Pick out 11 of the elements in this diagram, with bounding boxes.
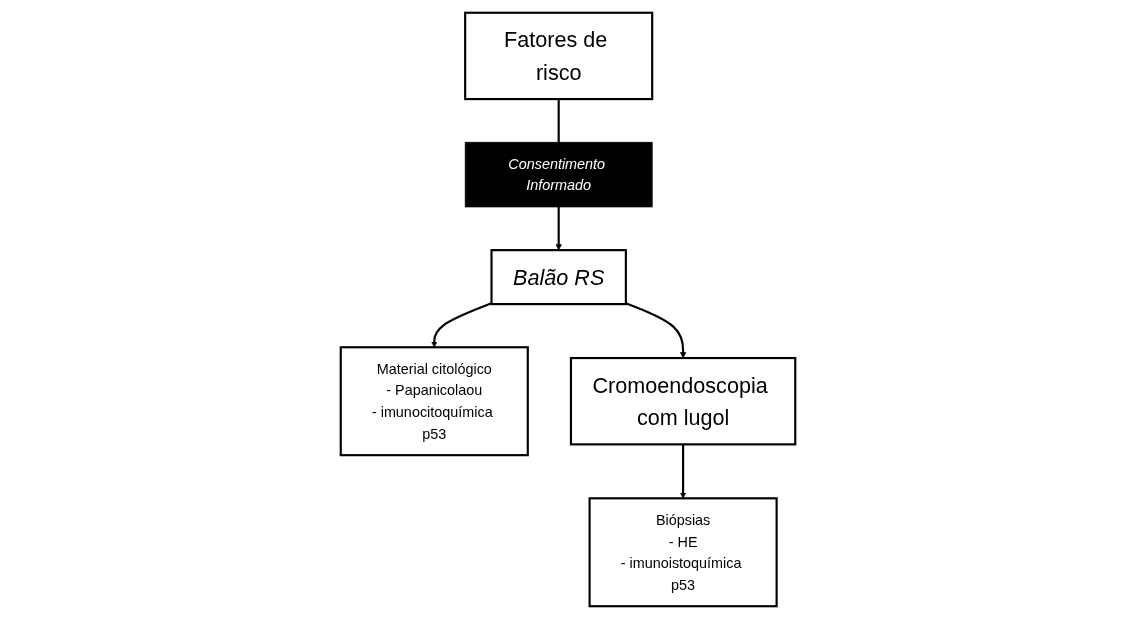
- arrow: [679, 444, 687, 499]
- arrow: [431, 302, 492, 348]
- arrow: [555, 207, 562, 251]
- connector: [557, 99, 560, 143]
- arrow: [625, 302, 687, 359]
- node-box: Fatores de risco: [464, 11, 654, 101]
- node-box: Cromoendoscopia com lugol: [569, 356, 797, 446]
- node-box: Balão RS: [490, 249, 627, 306]
- node-box: Material citológico - Papanicolaou - imunocitoquímica p53: [339, 346, 529, 457]
- node-box: Biópsias - HE - imunoistoquímica p53: [588, 497, 778, 608]
- node-box: Consentimento Informado: [464, 141, 653, 208]
